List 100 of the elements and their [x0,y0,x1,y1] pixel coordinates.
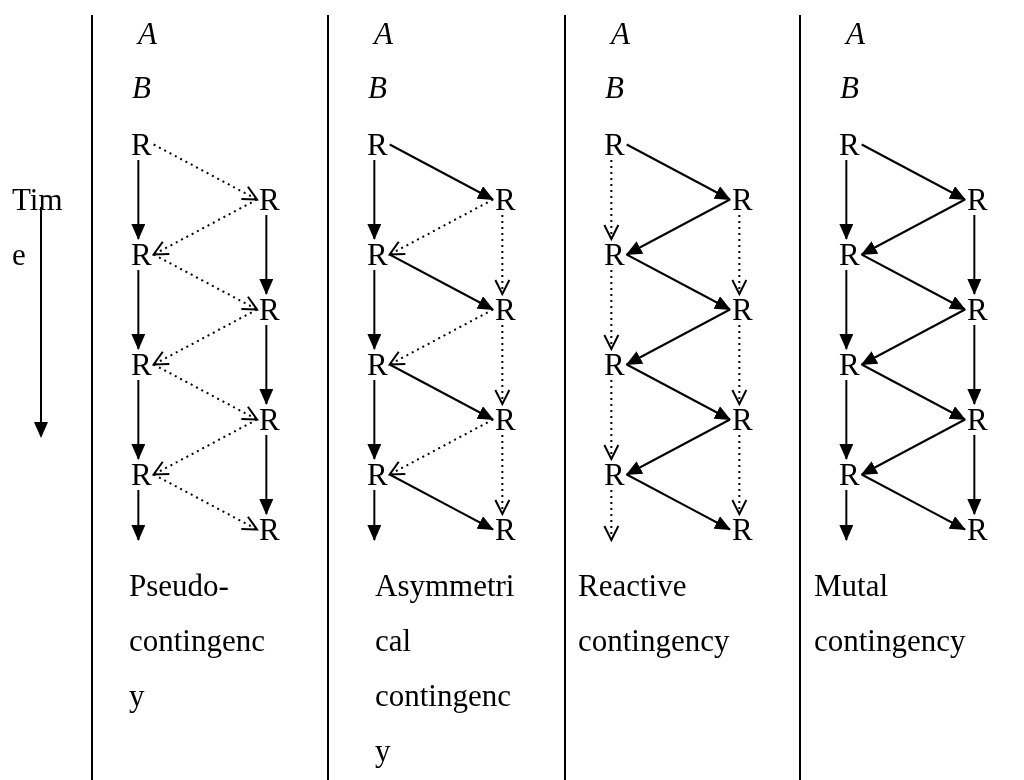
response-label: R [732,404,753,435]
dotted-arrow [731,434,748,515]
arrow [860,308,966,366]
arrow [367,379,382,460]
dotted-arrow [152,198,258,256]
arrow [839,379,854,460]
arrow [388,473,494,531]
response-label: R [259,514,280,545]
column-heading: B [132,72,151,103]
arrow [367,269,382,350]
arrow [860,253,966,311]
dotted-arrow [603,489,620,541]
column-heading: A [846,18,865,49]
response-label: R [604,239,625,270]
arrow [860,143,966,201]
response-label: R [259,404,280,435]
axis-label: Time [12,181,64,274]
column-heading: A [138,18,157,49]
dotted-arrow [494,434,511,515]
arrow [131,379,146,460]
response-label: R [131,239,152,270]
response-label: R [259,184,280,215]
arrow [625,198,731,256]
dotted-arrow [388,198,494,256]
response-label: R [131,349,152,380]
response-label: R [367,239,388,270]
response-label: R [495,404,516,435]
response-label: R [367,459,388,490]
response-label: R [495,184,516,215]
arrow [259,214,274,295]
response-label: R [967,294,988,325]
column-heading: B [368,72,387,103]
arrow [625,363,731,421]
response-label: R [839,129,860,160]
column-heading: A [374,18,393,49]
dotted-arrow [603,269,620,350]
arrow [131,159,146,240]
response-label: R [732,294,753,325]
response-label: R [604,349,625,380]
arrow [967,324,982,405]
dotted-arrow [152,143,258,201]
arrow [839,269,854,350]
arrow [625,418,731,476]
arrow [367,159,382,240]
dotted-arrow [731,214,748,295]
column-heading: B [840,72,859,103]
arrow [259,324,274,405]
dotted-arrow [152,473,258,531]
dotted-arrow [494,214,511,295]
column-heading: A [611,18,630,49]
arrow [367,489,382,541]
response-label: R [839,349,860,380]
response-label: R [967,404,988,435]
arrow [388,253,494,311]
arrow [625,253,731,311]
response-label: R [732,514,753,545]
panel-caption: Pseudo-contingency [129,567,266,715]
dotted-arrow [152,363,258,421]
dotted-arrow [388,418,494,476]
dotted-arrow [388,308,494,366]
dotted-arrow [152,253,258,311]
response-label: R [967,514,988,545]
response-label: R [259,294,280,325]
arrow [839,489,854,541]
response-label: R [367,349,388,380]
arrow [131,269,146,350]
response-label: R [839,239,860,270]
arrow [388,143,494,201]
arrow [860,418,966,476]
panel-caption: Mutal contingency [814,567,967,660]
column-heading: B [605,72,624,103]
dotted-arrow [152,308,258,366]
dotted-arrow [603,159,620,240]
response-label: R [367,129,388,160]
dotted-arrow [152,418,258,476]
arrow [625,143,731,201]
response-label: R [967,184,988,215]
arrow [967,434,982,515]
response-label: R [131,459,152,490]
arrow [860,198,966,256]
response-label: R [732,184,753,215]
arrow [625,308,731,366]
response-label: R [604,129,625,160]
dotted-arrow [731,324,748,405]
response-label: R [131,129,152,160]
panel-caption: Asymmetrical contingency [375,567,515,770]
response-label: R [495,514,516,545]
arrow [860,473,966,531]
arrow [131,489,146,541]
dotted-arrow [494,324,511,405]
arrow [388,363,494,421]
arrow [259,434,274,515]
dotted-arrow [603,379,620,460]
panel-caption: Reactive contingency [578,567,731,660]
arrow [839,159,854,240]
response-label: R [495,294,516,325]
arrow [625,473,731,531]
arrow [860,363,966,421]
arrow [967,214,982,295]
response-label: R [604,459,625,490]
